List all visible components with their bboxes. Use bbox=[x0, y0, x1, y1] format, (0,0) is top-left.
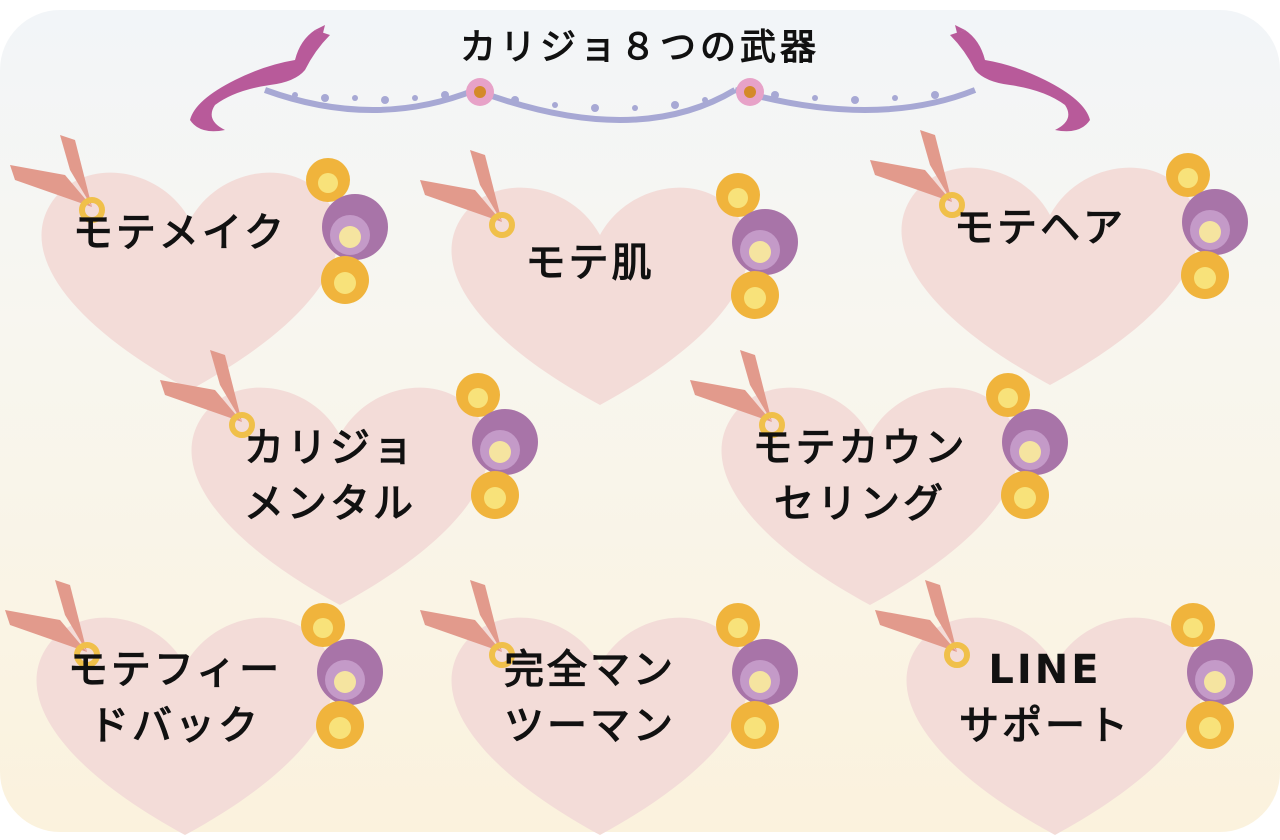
page-title: カリジョ８つの武器 bbox=[459, 27, 820, 68]
heart-shape bbox=[451, 617, 749, 835]
ribbon-icon bbox=[690, 350, 772, 422]
ring-icon bbox=[74, 642, 100, 668]
heart-tag-icon bbox=[690, 350, 1068, 605]
weapon-label-line: メンタル bbox=[244, 481, 416, 527]
ring-icon bbox=[489, 212, 515, 238]
heart-shape bbox=[191, 387, 489, 605]
ring-icon bbox=[79, 197, 105, 223]
heart-tag-icon bbox=[420, 150, 798, 405]
pansy-icon bbox=[301, 603, 383, 749]
weapon-label-line: モテフィー bbox=[67, 647, 283, 693]
weapon-label-line: モテヘア bbox=[954, 205, 1126, 251]
heart-shape bbox=[901, 167, 1199, 385]
pansy-icon bbox=[986, 373, 1068, 519]
weapon-card: カリジョメンタル bbox=[160, 350, 538, 610]
ring-icon bbox=[944, 642, 970, 668]
pansy-icon bbox=[456, 373, 538, 519]
ribbon-icon bbox=[420, 580, 502, 652]
weapon-label: LINE サポート bbox=[895, 642, 1195, 754]
weapon-label: モテ肌 bbox=[440, 235, 740, 291]
heart-tag-icon bbox=[870, 130, 1248, 385]
heart-tag-icon bbox=[875, 580, 1253, 835]
ring-icon bbox=[939, 192, 965, 218]
weapon-label: 完全マンツーマン bbox=[440, 642, 740, 754]
weapon-label-line: ドバック bbox=[89, 703, 261, 749]
pansy-icon bbox=[1166, 153, 1248, 299]
weapon-label: モテメイク bbox=[30, 205, 330, 261]
weapon-label-line: セリング bbox=[774, 481, 946, 527]
weapon-card: モテヘア bbox=[870, 130, 1248, 390]
weapon-card: LINE サポート bbox=[875, 580, 1253, 840]
heart-tag-icon bbox=[10, 135, 388, 390]
weapon-label-line: カリジョ bbox=[244, 425, 416, 471]
weapon-label: モテフィードバック bbox=[25, 642, 325, 754]
heart-shape bbox=[36, 617, 334, 835]
flower-icon bbox=[736, 78, 764, 106]
pansy-icon bbox=[716, 173, 798, 319]
pansy-icon bbox=[1171, 603, 1253, 749]
ribbon-icon bbox=[5, 580, 87, 652]
ring-icon bbox=[759, 412, 785, 438]
heart-shape bbox=[41, 172, 339, 390]
bird-garland-decoration bbox=[190, 25, 1090, 132]
weapon-card: 完全マンツーマン bbox=[420, 580, 798, 840]
ring-icon bbox=[489, 642, 515, 668]
weapon-label-line: モテカウン bbox=[752, 425, 968, 471]
weapon-card: モテカウンセリング bbox=[690, 350, 1068, 610]
heart-shape bbox=[721, 387, 1019, 605]
pansy-icon bbox=[716, 603, 798, 749]
weapon-card: モテフィードバック bbox=[5, 580, 383, 840]
weapon-label-line: 完全マン bbox=[504, 647, 676, 693]
ring-icon bbox=[229, 412, 255, 438]
weapon-label-line: ツーマン bbox=[504, 703, 676, 749]
garland-icon bbox=[263, 87, 977, 123]
ribbon-icon bbox=[160, 350, 242, 422]
pansy-icon bbox=[306, 158, 388, 304]
weapon-label-line: LINE bbox=[988, 647, 1102, 693]
weapon-label-line: モテ肌 bbox=[525, 240, 655, 286]
heart-shape bbox=[451, 187, 749, 405]
ribbon-icon bbox=[875, 580, 957, 652]
heart-tag-icon bbox=[420, 580, 798, 835]
bird-icon bbox=[190, 25, 330, 132]
weapon-card: モテ肌 bbox=[420, 150, 798, 410]
heart-shape bbox=[906, 617, 1204, 835]
weapon-label-line: サポート bbox=[959, 703, 1131, 749]
bird-icon bbox=[950, 25, 1090, 132]
ribbon-icon bbox=[10, 135, 92, 207]
ribbon-icon bbox=[870, 130, 952, 202]
weapon-label-line: モテメイク bbox=[72, 210, 288, 256]
flower-icon bbox=[466, 78, 494, 106]
weapon-label: モテヘア bbox=[890, 200, 1190, 256]
heart-tag-icon bbox=[160, 350, 538, 605]
weapon-label: モテカウンセリング bbox=[710, 420, 1010, 532]
heart-tag-icon bbox=[5, 580, 383, 835]
weapon-card: モテメイク bbox=[10, 135, 388, 395]
ribbon-icon bbox=[420, 150, 502, 222]
weapon-label: カリジョメンタル bbox=[180, 420, 480, 532]
